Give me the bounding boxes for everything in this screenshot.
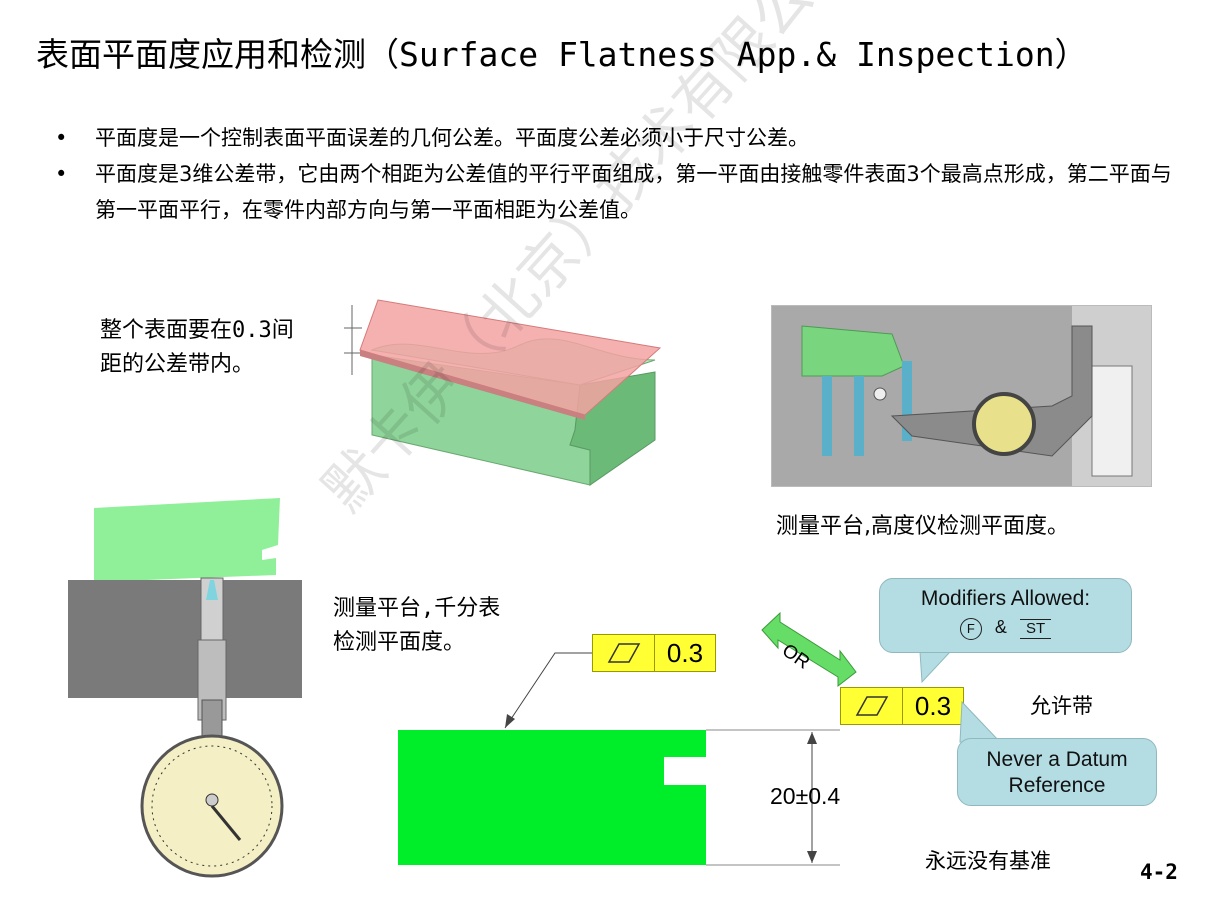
bullet-text: 平面度是3维公差带，它由两个相距为公差值的平行平面组成，第一平面由接触零件表面3… <box>95 162 1172 222</box>
tolerance-zone-note: 整个表面要在0.3间距的公差带内。 <box>100 318 294 377</box>
datum-callout: Never a Datum Reference <box>957 738 1157 806</box>
flatness-symbol-icon <box>593 635 655 671</box>
height-gauge-photo <box>771 305 1152 487</box>
part-drawing <box>398 611 857 866</box>
free-state-icon: F <box>959 618 982 640</box>
tolerance-value: 0.3 <box>666 638 704 668</box>
dial-indicator-illustration <box>68 498 302 878</box>
tolerance-zone-3d-illustration <box>344 299 662 486</box>
amp-text: & <box>994 617 1007 637</box>
modifiers-callout: Modifiers Allowed: F & ST <box>879 578 1132 653</box>
dial-indicator-note: 测量平台,千分表检测平面度。 <box>333 596 501 655</box>
bullet-text: 平面度是一个控制表面平面误差的几何公差。平面度公差必须小于尺寸公差。 <box>95 126 809 150</box>
bullet-marker: • <box>55 126 68 150</box>
bullet-item: • 平面度是3维公差带，它由两个相距为公差值的平行平面组成，第一平面由接触零件表… <box>55 156 1175 228</box>
statistical-tolerance-icon: ST <box>1019 619 1052 639</box>
page-title: 表面平面度应用和检测（Surface Flatness App.& Inspec… <box>36 35 1088 74</box>
bullet-item: • 平面度是一个控制表面平面误差的几何公差。平面度公差必须小于尺寸公差。 <box>55 120 1175 156</box>
modifiers-title: Modifiers Allowed: <box>920 587 1091 610</box>
tolerance-value: 0.3 <box>914 691 952 721</box>
flatness-symbol-icon <box>841 688 903 724</box>
height-gauge-caption: 测量平台,高度仪检测平面度。 <box>776 514 1069 539</box>
allowed-zone-label: 允许带 <box>1030 694 1093 718</box>
datum-callout-line2: Reference <box>1008 774 1106 797</box>
size-dimension: 20±0.4 <box>770 783 841 809</box>
bullet-marker: • <box>55 162 68 186</box>
flatness-control-frame-bottom: 0.3 <box>840 687 964 725</box>
page-number: 4-2 <box>1140 860 1178 884</box>
bullet-list: • 平面度是一个控制表面平面误差的几何公差。平面度公差必须小于尺寸公差。 • 平… <box>55 120 1175 228</box>
flatness-control-frame-top: 0.3 <box>592 634 716 672</box>
modifiers-symbols: F & ST <box>880 617 1131 640</box>
datum-callout-line1: Never a Datum <box>986 748 1128 771</box>
never-datum-label: 永远没有基准 <box>925 849 1051 873</box>
